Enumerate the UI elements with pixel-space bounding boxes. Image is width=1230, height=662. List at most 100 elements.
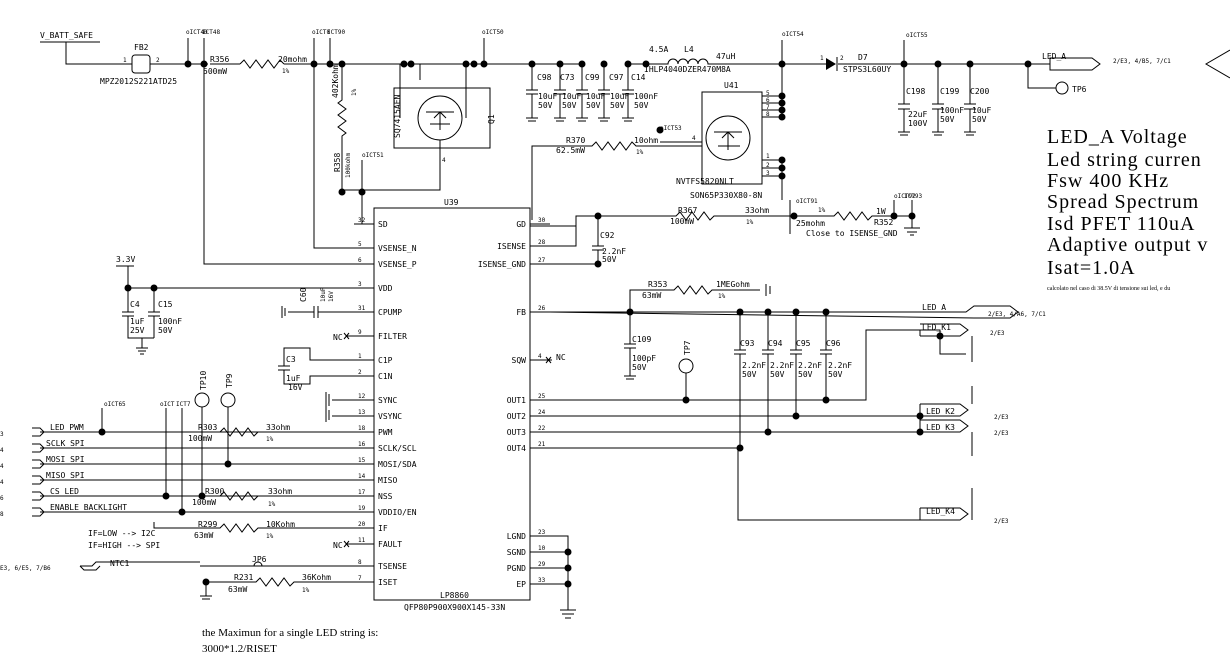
r231-power: 63mW xyxy=(228,585,247,594)
c93-value: 2.2nF xyxy=(742,361,766,370)
svg-text:oICT92: oICT92 xyxy=(894,193,916,200)
c198-value: 22uF xyxy=(908,110,927,119)
c15-value: 100nF xyxy=(158,317,182,326)
r357-tol: 1% xyxy=(351,88,358,96)
ferrite-bead-fb2 xyxy=(131,54,151,74)
u39-body xyxy=(373,207,531,601)
u39-pin-number: 21 xyxy=(538,441,546,448)
fb2-ref: FB2 xyxy=(134,43,149,52)
u39-pin-label: SD xyxy=(378,220,388,229)
r353-tol: 1% xyxy=(718,293,726,300)
u39-pin-label: VSYNC xyxy=(378,412,402,421)
u39-pin-label: VDD xyxy=(378,284,393,293)
r303-power: 100mW xyxy=(188,434,212,443)
input-caps: C98 C73 C99 C97 C14 10uF 10uF 10uF 10uF … xyxy=(526,64,658,122)
u39-pin-label: ISET xyxy=(378,578,397,587)
u39-pin-label: VSENSE_N xyxy=(378,244,417,253)
u39-pin-label: EP xyxy=(516,580,526,589)
tp10-circle xyxy=(194,392,210,408)
u39-pin-label: ISENSE_GND xyxy=(478,260,526,269)
net-label-led-a-fb: LED_A xyxy=(922,303,946,312)
u39-pin-number: 18 xyxy=(358,425,366,432)
tp6-label: TP6 xyxy=(1072,85,1087,94)
jp6-ref: JP6 xyxy=(252,555,267,564)
fault-nc: NC xyxy=(333,541,343,550)
c92-value: 2.2nF xyxy=(602,247,626,256)
spec-line-1: LED_A Voltage xyxy=(1047,126,1188,148)
c92-ref: C92 xyxy=(600,231,615,240)
svg-text:6: 6 xyxy=(766,97,770,104)
u39-ref: U39 xyxy=(444,198,459,207)
r303-value: 33ohm xyxy=(266,423,290,432)
c14-ref: C14 xyxy=(631,73,646,82)
c14-volt: 50V xyxy=(634,101,649,110)
c97-ref: C97 xyxy=(609,73,624,82)
input-rail: V_BATT_SAFE FB2 1 2 MPZ2012S221ATD25 R35… xyxy=(40,29,580,86)
u41-ref: U41 xyxy=(724,81,739,90)
d7-part: STPS3L60UY xyxy=(843,65,891,74)
svg-text:ICT48: ICT48 xyxy=(202,29,220,36)
left-ref-3: 4 xyxy=(0,463,4,470)
c109-volt: 50V xyxy=(632,363,647,372)
r367-value: 33ohm xyxy=(745,206,769,215)
r353-ref: R353 xyxy=(648,280,667,289)
c93-volt: 50V xyxy=(742,370,757,379)
note-max-1: the Maximun for a single LED string is: xyxy=(202,627,378,639)
r300-ref: R300 xyxy=(205,487,224,496)
c94-value: 2.2nF xyxy=(770,361,794,370)
spec-line-6: Adaptive output v xyxy=(1047,234,1208,256)
svg-text:oICT: oICT xyxy=(160,401,175,408)
c198-volt: 100V xyxy=(908,119,927,128)
spec-line-2: Led string curren xyxy=(1047,149,1202,171)
u39-pin-number: 16 xyxy=(358,441,366,448)
svg-text:4: 4 xyxy=(692,135,696,142)
svg-text:2: 2 xyxy=(766,162,770,169)
u39-pin-number: 26 xyxy=(538,305,546,312)
r300-power: 100mW xyxy=(192,498,216,507)
control-signals: 3 4 4 4 6 8 LED_PWM SCLK_SPI MOSI_SPI MI… xyxy=(0,371,378,655)
net-label-enable-backlight: ENABLE_BACKLIGHT xyxy=(50,503,127,512)
u39-pin-label: OUT2 xyxy=(507,412,526,421)
u41-part: NVTFS5820NLT xyxy=(676,177,734,186)
r353-power: 63mW xyxy=(642,291,661,300)
c199-value: 100nF xyxy=(940,106,964,115)
l4-value: 47uH xyxy=(716,52,735,61)
c99-ref: C99 xyxy=(585,73,600,82)
c109-ref: C109 xyxy=(632,335,651,344)
svg-text:7: 7 xyxy=(766,104,770,111)
svg-text:2: 2 xyxy=(840,55,844,62)
led-k1-ref: 2/E3 xyxy=(990,330,1005,337)
c73-volt: 50V xyxy=(562,101,577,110)
r300-tol: 1% xyxy=(268,501,276,508)
led-k3-ref: 2/E3 xyxy=(994,430,1009,437)
svg-text:oICT53: oICT53 xyxy=(660,125,682,132)
led-k2-ref: 2/E3 xyxy=(994,414,1009,421)
r370-tol: 1% xyxy=(636,149,644,156)
u39-pin-number: 30 xyxy=(538,217,546,224)
left-ref-2: 4 xyxy=(0,447,4,454)
u39-pin-label: FAULT xyxy=(378,540,402,549)
u39-pin-label: OUT1 xyxy=(507,396,526,405)
net-label-miso-spi: MISO_SPI xyxy=(46,471,85,480)
left-ref-4: 4 xyxy=(0,479,4,486)
l4-part: IHLP4040DZER470M8A xyxy=(644,65,731,74)
q1-ref: Q1 xyxy=(487,114,496,124)
u39-pin-number: 20 xyxy=(358,521,366,528)
u39-pin-label: SYNC xyxy=(378,396,397,405)
led-k4-ref: 2/E3 xyxy=(994,518,1009,525)
c4-ref: C4 xyxy=(130,300,140,309)
c15-volt: 50V xyxy=(158,326,173,335)
tp9-label: TP9 xyxy=(225,373,234,388)
net-label-led-k4: LED_K4 xyxy=(926,507,955,516)
u39-pin-label: C1N xyxy=(378,372,393,381)
r303-tol: 1% xyxy=(266,436,274,443)
